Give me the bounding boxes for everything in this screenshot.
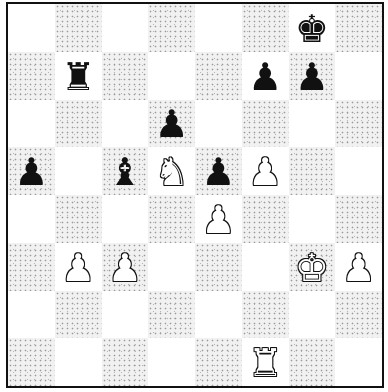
square-a5[interactable]: ♟ bbox=[8, 147, 55, 195]
square-g2[interactable] bbox=[289, 291, 336, 339]
square-d8[interactable] bbox=[148, 4, 195, 52]
square-e5[interactable]: ♟ bbox=[195, 147, 242, 195]
square-f7[interactable]: ♟ bbox=[242, 52, 289, 100]
square-g8[interactable]: ♚ bbox=[289, 4, 336, 52]
square-h6[interactable] bbox=[335, 100, 382, 148]
square-c2[interactable] bbox=[102, 291, 149, 339]
square-f4[interactable] bbox=[242, 195, 289, 243]
square-g6[interactable] bbox=[289, 100, 336, 148]
chess-board: ♚ ♜ ♟ ♟ ♟ ♟ ♝ ♞ ♟ ♟ ♟ ♟ ♟ ♚ ♟ ♜ bbox=[6, 2, 384, 388]
square-g4[interactable] bbox=[289, 195, 336, 243]
square-b1[interactable] bbox=[55, 338, 102, 386]
square-a7[interactable] bbox=[8, 52, 55, 100]
square-c5[interactable]: ♝ bbox=[102, 147, 149, 195]
black-pawn-piece[interactable]: ♟ bbox=[155, 105, 189, 143]
black-pawn-piece[interactable]: ♟ bbox=[201, 153, 235, 191]
square-h8[interactable] bbox=[335, 4, 382, 52]
square-c8[interactable] bbox=[102, 4, 149, 52]
black-rook-piece[interactable]: ♜ bbox=[61, 58, 95, 96]
square-f1[interactable]: ♜ bbox=[242, 338, 289, 386]
square-d4[interactable] bbox=[148, 195, 195, 243]
square-e3[interactable] bbox=[195, 243, 242, 291]
square-d3[interactable] bbox=[148, 243, 195, 291]
black-pawn-piece[interactable]: ♟ bbox=[14, 153, 48, 191]
white-pawn-piece[interactable]: ♟ bbox=[201, 201, 235, 239]
black-king-piece[interactable]: ♚ bbox=[295, 10, 329, 48]
square-e6[interactable] bbox=[195, 100, 242, 148]
black-pawn-piece[interactable]: ♟ bbox=[295, 58, 329, 96]
square-c4[interactable] bbox=[102, 195, 149, 243]
square-g7[interactable]: ♟ bbox=[289, 52, 336, 100]
white-pawn-piece[interactable]: ♟ bbox=[61, 249, 95, 287]
square-b2[interactable] bbox=[55, 291, 102, 339]
square-b5[interactable] bbox=[55, 147, 102, 195]
square-d7[interactable] bbox=[148, 52, 195, 100]
square-c1[interactable] bbox=[102, 338, 149, 386]
square-a1[interactable] bbox=[8, 338, 55, 386]
square-e2[interactable] bbox=[195, 291, 242, 339]
square-e4[interactable]: ♟ bbox=[195, 195, 242, 243]
square-f8[interactable] bbox=[242, 4, 289, 52]
square-d1[interactable] bbox=[148, 338, 195, 386]
square-h4[interactable] bbox=[335, 195, 382, 243]
square-c6[interactable] bbox=[102, 100, 149, 148]
square-f3[interactable] bbox=[242, 243, 289, 291]
square-b6[interactable] bbox=[55, 100, 102, 148]
square-b8[interactable] bbox=[55, 4, 102, 52]
square-b4[interactable] bbox=[55, 195, 102, 243]
white-king-piece[interactable]: ♚ bbox=[295, 249, 329, 287]
square-a3[interactable] bbox=[8, 243, 55, 291]
white-knight-piece[interactable]: ♞ bbox=[155, 153, 189, 191]
square-a2[interactable] bbox=[8, 291, 55, 339]
square-g3[interactable]: ♚ bbox=[289, 243, 336, 291]
square-e7[interactable] bbox=[195, 52, 242, 100]
square-f6[interactable] bbox=[242, 100, 289, 148]
white-pawn-piece[interactable]: ♟ bbox=[342, 249, 376, 287]
square-d5[interactable]: ♞ bbox=[148, 147, 195, 195]
square-a4[interactable] bbox=[8, 195, 55, 243]
square-h3[interactable]: ♟ bbox=[335, 243, 382, 291]
white-rook-piece[interactable]: ♜ bbox=[248, 344, 282, 382]
square-h7[interactable] bbox=[335, 52, 382, 100]
square-c3[interactable]: ♟ bbox=[102, 243, 149, 291]
white-pawn-piece[interactable]: ♟ bbox=[248, 153, 282, 191]
square-f2[interactable] bbox=[242, 291, 289, 339]
square-c7[interactable] bbox=[102, 52, 149, 100]
square-h5[interactable] bbox=[335, 147, 382, 195]
square-g5[interactable] bbox=[289, 147, 336, 195]
black-bishop-piece[interactable]: ♝ bbox=[108, 153, 142, 191]
square-d6[interactable]: ♟ bbox=[148, 100, 195, 148]
square-a8[interactable] bbox=[8, 4, 55, 52]
square-h2[interactable] bbox=[335, 291, 382, 339]
square-b7[interactable]: ♜ bbox=[55, 52, 102, 100]
square-e8[interactable] bbox=[195, 4, 242, 52]
square-f5[interactable]: ♟ bbox=[242, 147, 289, 195]
square-d2[interactable] bbox=[148, 291, 195, 339]
square-a6[interactable] bbox=[8, 100, 55, 148]
black-pawn-piece[interactable]: ♟ bbox=[248, 58, 282, 96]
white-pawn-piece[interactable]: ♟ bbox=[108, 249, 142, 287]
square-e1[interactable] bbox=[195, 338, 242, 386]
square-g1[interactable] bbox=[289, 338, 336, 386]
square-b3[interactable]: ♟ bbox=[55, 243, 102, 291]
square-h1[interactable] bbox=[335, 338, 382, 386]
